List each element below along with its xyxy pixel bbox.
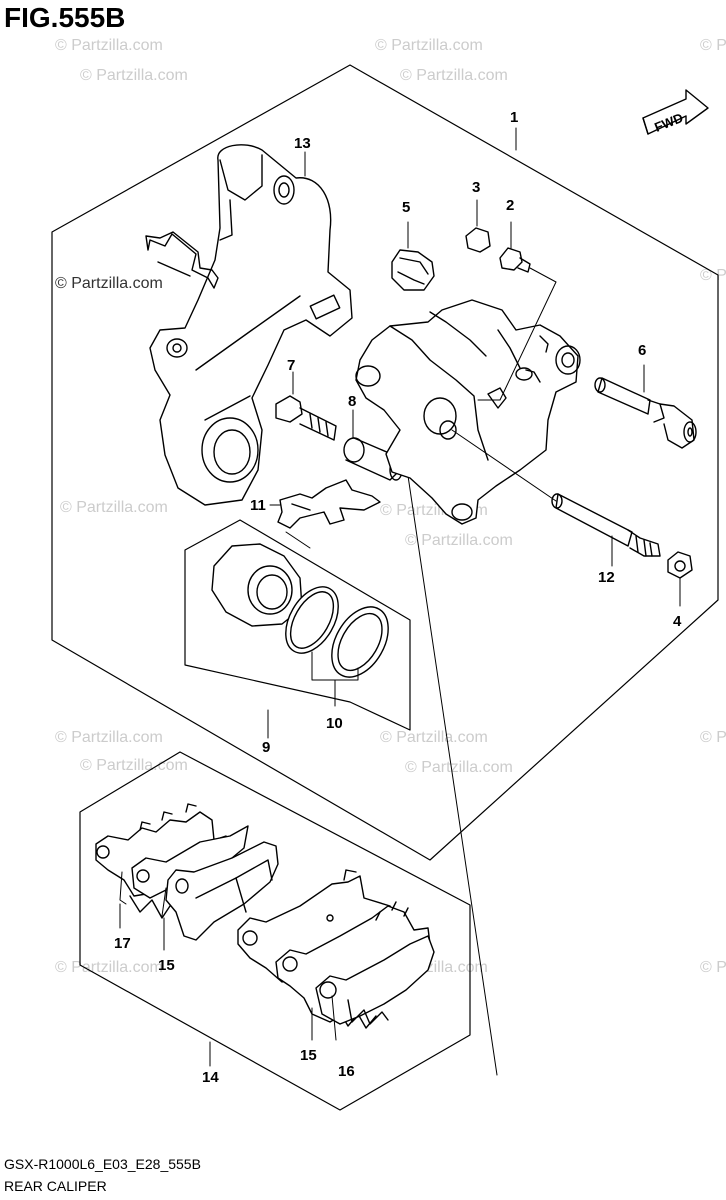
piston-kit-outline: [184, 519, 411, 731]
watermark: © Partzilla.com: [380, 729, 488, 746]
brake-pad-left-front: [131, 825, 249, 917]
watermark: © Partzilla.com: [55, 37, 163, 54]
footer-diagram-name: REAR CALIPER: [4, 1178, 107, 1194]
cap-4: [667, 551, 693, 607]
callout-17: 17: [114, 935, 131, 952]
callout-14: 14: [202, 1069, 219, 1086]
callouts: 1 2 3 4 5 6 7 8 9 10 11 12 13 14 15 15 1…: [114, 109, 682, 1086]
callout-3: 3: [472, 179, 480, 196]
bolt-7: [275, 371, 337, 441]
callout-16: 16: [338, 1063, 355, 1080]
watermark: © Partzilla.com: [375, 37, 483, 54]
watermark: © Partzilla.com: [80, 67, 188, 84]
caliper-body: [355, 299, 581, 525]
callout-5: 5: [402, 199, 410, 216]
callout-8: 8: [348, 393, 356, 410]
pad-kit-outline: [79, 751, 471, 1111]
boot-5: [391, 221, 435, 291]
watermark: © Partzilla.com: [55, 729, 163, 746]
callout-4: 4: [673, 613, 682, 630]
callout-10: 10: [326, 715, 343, 732]
watermark: © Partzilla.com: [55, 959, 163, 976]
leader-caliper-to-pads: [395, 394, 498, 1076]
callout-1: 1: [510, 109, 518, 126]
callout-11: 11: [250, 497, 266, 514]
pad-spring-11: [269, 479, 381, 549]
callout-13: 13: [294, 135, 311, 152]
watermark: © Partzilla.com: [55, 275, 163, 292]
bleeder-2: [477, 221, 557, 401]
callout-9: 9: [262, 739, 270, 756]
rear-caliper-exploded-diagram: © Partzilla.com © Partzilla.com © Partzi…: [51, 37, 726, 1111]
brake-pad-lining-left: [165, 841, 279, 941]
seals-10: [285, 586, 389, 707]
pin-12: [451, 429, 661, 567]
watermark: © Partzilla.com: [400, 67, 508, 84]
cap-3: [465, 199, 491, 253]
brake-pad-left: [95, 803, 235, 919]
callout-12: 12: [598, 569, 615, 586]
callout-6: 6: [638, 342, 646, 359]
callout-15: 15: [300, 1047, 317, 1064]
fwd-arrow-icon: FWD: [642, 89, 709, 135]
watermark: © Partzilla.com: [80, 757, 188, 774]
bracket-spring-clip: [145, 231, 219, 289]
watermark: © Partzilla.com: [700, 959, 726, 976]
watermark: © Partzilla.com: [405, 532, 513, 549]
watermark: © Partzilla.com: [700, 267, 726, 284]
footer-diagram-code: GSX-R1000L6_E03_E28_555B: [4, 1156, 201, 1172]
watermarks: © Partzilla.com © Partzilla.com © Partzi…: [55, 37, 726, 976]
watermark: © Partzilla.com: [700, 729, 726, 746]
assembly-outline: [51, 64, 719, 861]
callout-7: 7: [287, 357, 295, 374]
callout-15: 15: [158, 957, 175, 974]
watermark: © Partzilla.com: [60, 499, 168, 516]
callout-2: 2: [506, 197, 514, 214]
watermark: © Partzilla.com: [700, 37, 726, 54]
caliper-bracket: [149, 144, 353, 506]
watermark: © Partzilla.com: [405, 759, 513, 776]
figure-title: FIG.555B: [4, 2, 126, 33]
piston-9: [211, 543, 303, 627]
brake-pad-shim-right: [311, 935, 435, 1041]
slide-pin-6: [594, 364, 697, 449]
